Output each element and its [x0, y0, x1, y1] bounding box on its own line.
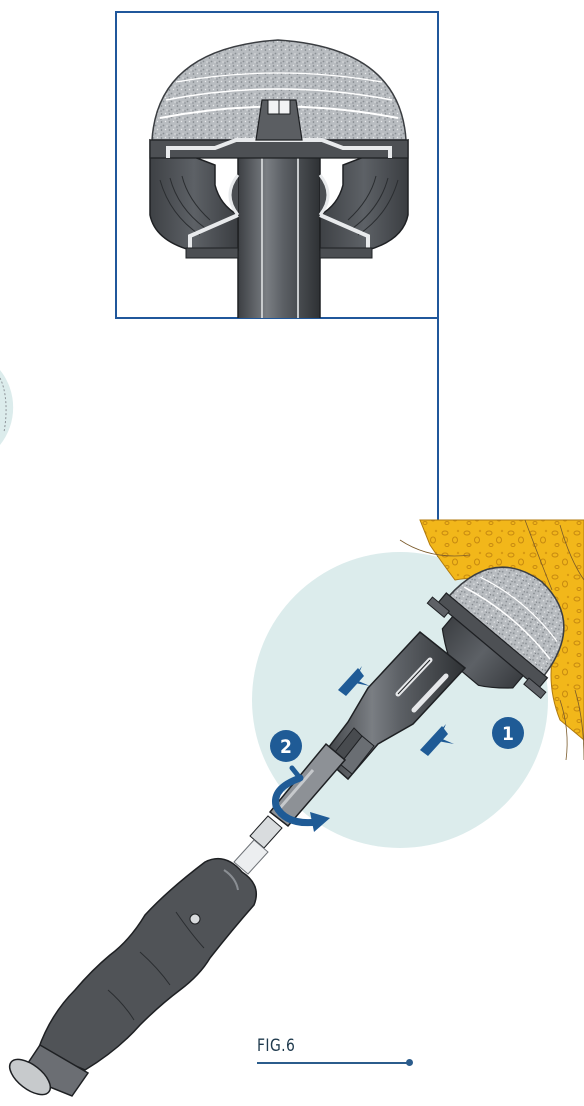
figure-label: FIG.6	[257, 1036, 295, 1056]
callout-badge-2: 2	[270, 730, 302, 762]
impactor-handle	[4, 859, 257, 1102]
callout-badge-1: 1	[492, 717, 524, 749]
svg-text:2: 2	[280, 736, 292, 758]
inset-frame	[116, 12, 438, 325]
svg-text:1: 1	[502, 723, 514, 745]
figure-label-dot	[406, 1059, 413, 1066]
figure-label-rule	[257, 1062, 409, 1064]
left-edge-halo	[0, 370, 13, 445]
